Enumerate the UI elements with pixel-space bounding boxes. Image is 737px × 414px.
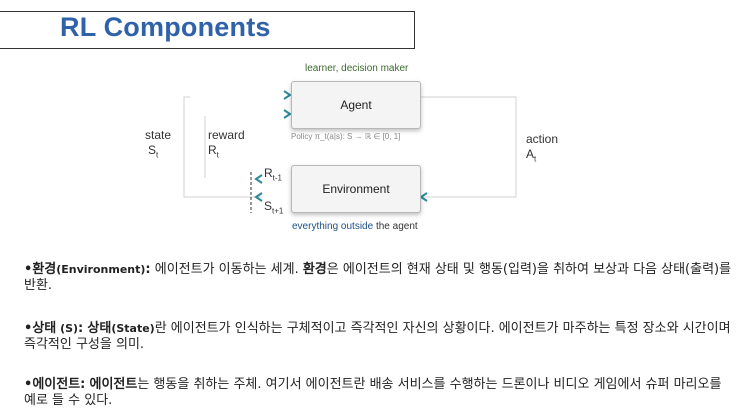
bold-environment: 환경 <box>302 262 327 277</box>
bullet: • <box>24 321 33 336</box>
environment-label: Environment <box>322 182 390 196</box>
agent-box: Agent <box>291 81 421 129</box>
next-state-symbol-text: S <box>264 199 273 213</box>
text-part: 란 에이전트가 인식하는 구체적이고 즉각적인 자신의 상황이다. 에이전트가 … <box>24 321 731 352</box>
arrow-reward-out <box>254 174 263 184</box>
text-part: 은 에이전트의 현재 상태 및 행동(입력)을 취하여 보상과 다음 상태(출력… <box>24 262 732 293</box>
learner-caption: learner, decision maker <box>305 63 409 74</box>
paragraph-agent: •에이전트: 에이전트는 행동을 취하는 주체. 여기서 에이전트란 배송 서비… <box>24 377 734 409</box>
colon: : <box>78 321 84 336</box>
action-subscript: t <box>534 154 537 164</box>
reward-subscript: t <box>216 150 219 160</box>
arrow-into-agent-top <box>283 90 292 100</box>
bullet: • <box>24 377 33 392</box>
arrow-state-out <box>254 192 263 202</box>
paragraph-environment: •환경(Environment): 에이전트가 이동하는 세계. 환경은 에이전… <box>24 262 734 294</box>
colon: : <box>80 377 86 392</box>
bold-state: 상태 <box>87 321 112 336</box>
action-label: action <box>526 132 559 146</box>
next-reward-symbol: Rt-1 <box>264 166 282 182</box>
everything-caption-colored: everything outside <box>292 221 374 232</box>
arrow-into-agent-bottom <box>283 109 292 119</box>
agent-label: Agent <box>340 98 372 112</box>
policy-label: Policy π_t(a|s): S → ℝ ∈ [0, 1] <box>291 132 401 141</box>
term-environment: 환경 <box>32 262 57 277</box>
next-state-symbol: St+1 <box>264 199 283 215</box>
reward-label: reward <box>208 128 245 142</box>
arrow-into-environment <box>419 192 428 202</box>
environment-box: Environment <box>291 165 421 213</box>
action-loop-line <box>420 96 517 198</box>
paragraph-state: •상태 (S): 상태(State)란 에이전트가 인식하는 구체적이고 즉각적… <box>24 321 734 353</box>
bold-agent: 에이전트 <box>89 377 138 392</box>
reward-symbol-text: R <box>208 143 217 157</box>
text-part: 에이전트가 이동하는 세계. <box>150 262 303 277</box>
everything-caption: everything outside the agent <box>292 221 418 232</box>
state-subscript: t <box>156 150 159 160</box>
state-symbol-text: S <box>148 143 157 157</box>
term-state-en: (S) <box>56 322 79 335</box>
action-symbol: At <box>526 147 536 163</box>
next-reward-subscript: t-1 <box>272 173 283 183</box>
bold-state-en: (State) <box>111 322 155 335</box>
next-state-subscript: t+1 <box>272 206 284 216</box>
next-reward-symbol-text: R <box>264 166 273 180</box>
colon: : <box>145 262 151 277</box>
term-environment-en: (Environment) <box>56 263 146 276</box>
state-label: state <box>145 128 172 142</box>
state-symbol: St <box>148 143 158 159</box>
everything-caption-rest: the agent <box>373 221 418 232</box>
reward-symbol: Rt <box>208 143 219 159</box>
bullet: • <box>24 262 33 277</box>
action-symbol-text: A <box>526 147 535 161</box>
slide-title: RL Components <box>60 12 271 42</box>
term-state: 상태 <box>32 321 57 336</box>
title-box <box>0 11 415 49</box>
text-part: 는 행동을 취하는 주체. 여기서 에이전트란 배송 서비스를 수행하는 드론이… <box>24 377 722 408</box>
state-loop-line <box>183 96 262 198</box>
term-agent: 에이전트 <box>32 377 81 392</box>
